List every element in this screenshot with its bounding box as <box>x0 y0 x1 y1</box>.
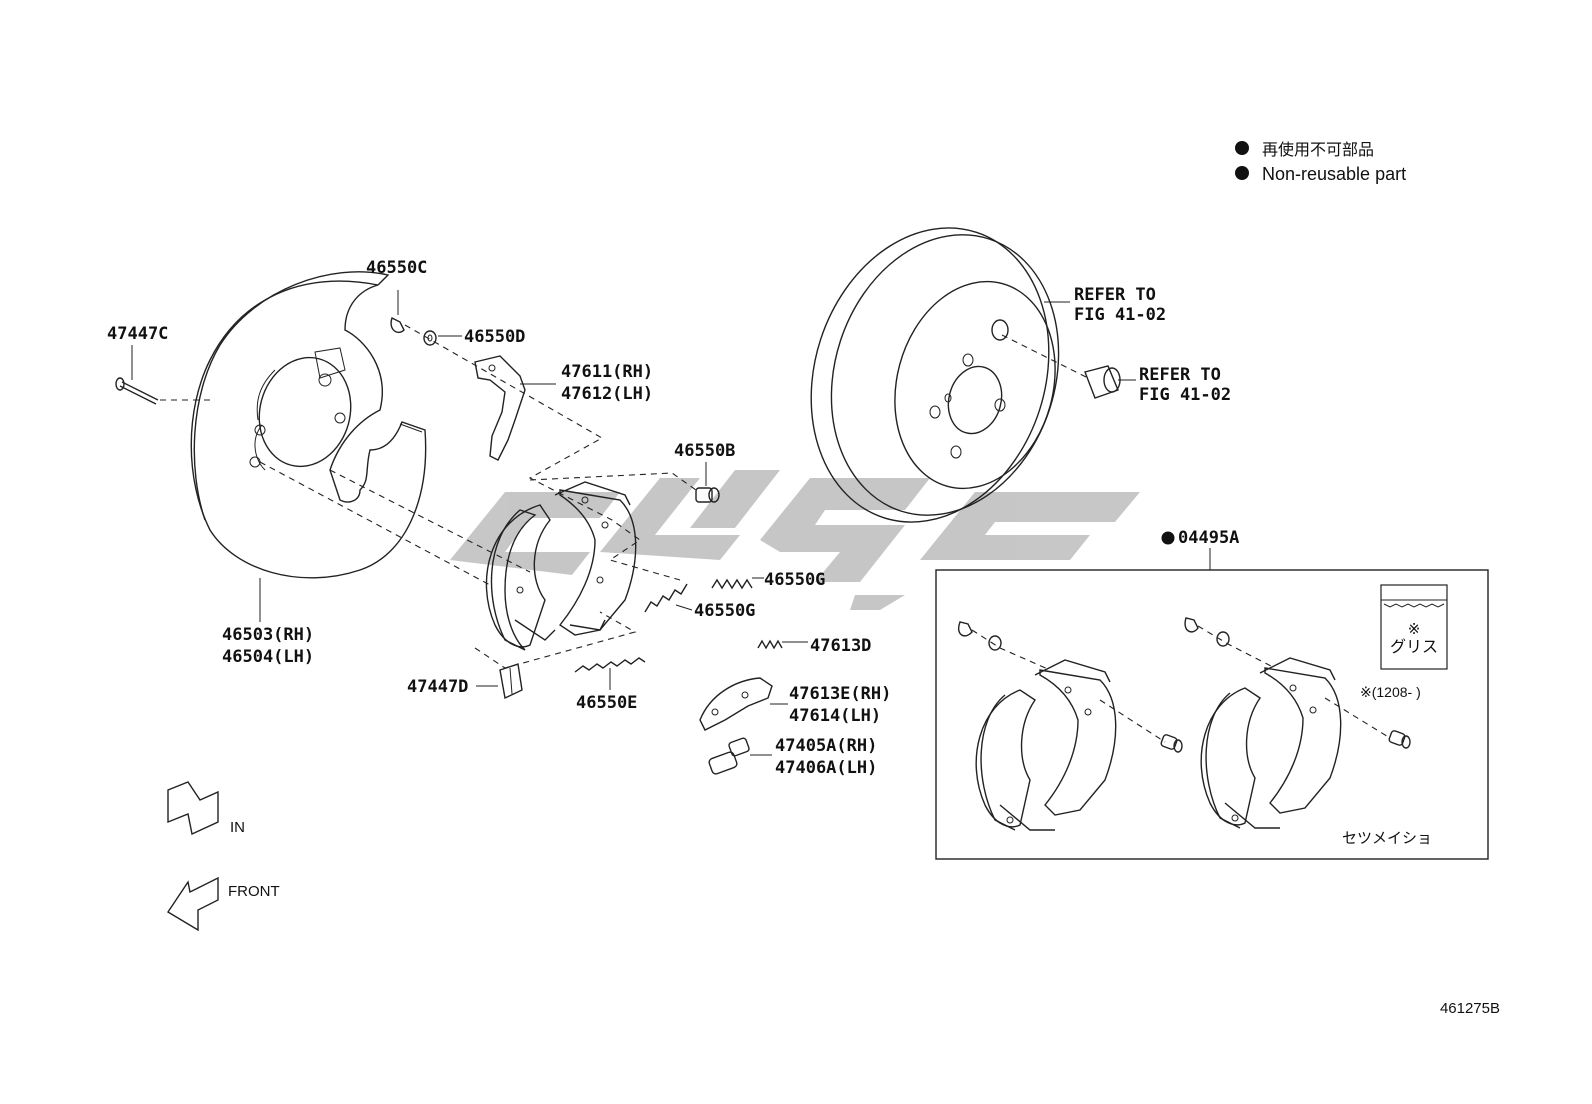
brake-rotor <box>810 227 1070 523</box>
label-47614: 47614(LH) <box>789 706 881 726</box>
refer-rotor-line2: FIG 41-02 <box>1074 305 1166 325</box>
grease-mark: ※ <box>1408 621 1421 638</box>
label-47447D: 47447D <box>407 677 468 697</box>
label-47406A: 47406A(LH) <box>775 758 877 778</box>
front-arrow-icon <box>167 876 219 932</box>
kit-caption: セツメイショ <box>1342 830 1432 847</box>
label-47612: 47612(LH) <box>561 384 653 404</box>
clip-and-washer <box>390 290 462 346</box>
adjuster-parts <box>699 677 788 775</box>
legend-en: Non-reusable part <box>1262 164 1406 184</box>
label-04495A: 04495A <box>1178 528 1239 548</box>
label-47613D: 47613D <box>810 636 871 656</box>
backing-plate <box>190 271 427 579</box>
springs <box>574 577 808 690</box>
label-46550B: 46550B <box>674 441 735 461</box>
hub-plug <box>1084 365 1136 399</box>
grease-pouch-icon <box>1380 584 1448 670</box>
hold-down-pin <box>115 345 159 405</box>
label-47613E: 47613E(RH) <box>789 684 891 704</box>
label-46503: 46503(RH) <box>222 625 314 645</box>
refer-plug-line2: FIG 41-02 <box>1139 385 1231 405</box>
parking-brake-lever <box>474 355 556 461</box>
label-47405A: 47405A(RH) <box>775 736 877 756</box>
direction-arrows: IN FRONT <box>167 781 280 932</box>
retainer-clip <box>476 663 523 700</box>
legend-jp: 再使用不可部品 <box>1262 141 1374 159</box>
label-47447C: 47447C <box>107 324 168 344</box>
front-label: FRONT <box>228 883 280 900</box>
in-label: IN <box>230 819 245 836</box>
non-reusable-bullet-icon <box>1235 166 1249 180</box>
non-reusable-bullet-icon <box>1161 531 1175 545</box>
figure-id: 461275B <box>1440 1000 1500 1017</box>
kit-note: ※(1208- ) <box>1360 684 1421 700</box>
watermark-logo <box>450 470 1140 610</box>
non-reusable-bullet-icon <box>1235 141 1249 155</box>
legend: 再使用不可部品 Non-reusable part <box>1235 141 1406 184</box>
refer-plug-line1: REFER TO <box>1139 365 1221 385</box>
refer-rotor-line1: REFER TO <box>1074 285 1156 305</box>
shoe-kit-box: ※ グリス ※(1208- ) セツメイショ <box>935 569 1489 860</box>
plug <box>695 462 720 503</box>
label-47611: 47611(RH) <box>561 362 653 382</box>
label-46550E: 46550E <box>576 693 637 713</box>
label-46550G-lower: 46550G <box>694 601 755 621</box>
assembly-lines <box>160 324 1089 669</box>
label-46550C: 46550C <box>366 258 427 278</box>
part-labels: 47447C 46550C 46550D 47611(RH) 47612(LH)… <box>107 258 1239 778</box>
brake-shoe-assembly <box>485 481 637 651</box>
grease-label: グリス <box>1390 638 1438 656</box>
label-46550D: 46550D <box>464 327 525 347</box>
label-46550G-upper: 46550G <box>764 570 825 590</box>
label-46504: 46504(LH) <box>222 647 314 667</box>
in-arrow-icon <box>167 781 219 836</box>
